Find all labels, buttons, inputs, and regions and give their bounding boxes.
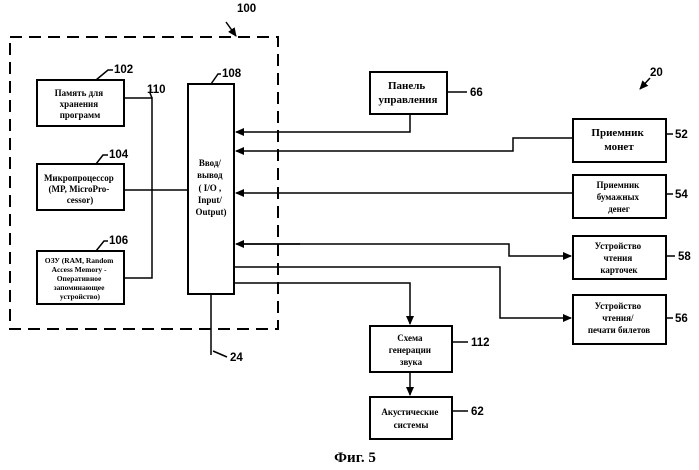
leader-24 [213, 351, 227, 357]
figure-caption: Фиг. 5 [334, 450, 376, 466]
ref-112: 112 [471, 337, 490, 349]
ref-20: 20 [650, 67, 663, 79]
leader-104 [96, 155, 108, 164]
program-memory-label: Память для хранения программ [55, 88, 106, 120]
leader-108 [211, 74, 221, 84]
ref-52: 52 [675, 129, 688, 141]
ref-54: 54 [675, 189, 688, 201]
ref-58: 58 [678, 251, 691, 263]
ref-62: 62 [471, 406, 484, 418]
leader-100 [226, 22, 236, 36]
leader-106 [96, 241, 108, 251]
control-panel-box [370, 72, 447, 114]
card-reader-arrow-out [238, 244, 571, 256]
control-panel-arrow [236, 114, 410, 132]
bus-110-line [124, 98, 152, 278]
speakers-box [370, 397, 452, 439]
ref-66: 66 [470, 87, 483, 99]
ref-110: 110 [147, 84, 166, 96]
ref-108: 108 [222, 68, 242, 80]
ref-56: 56 [675, 313, 688, 325]
ref-106: 106 [109, 235, 128, 247]
ticket-reader-arrow [234, 267, 571, 318]
ref-100: 100 [237, 3, 256, 15]
ref-24: 24 [230, 352, 243, 364]
ref-102: 102 [114, 64, 133, 76]
leader-102 [96, 70, 113, 80]
coin-acceptor-arrow [236, 138, 573, 151]
sound-generator-arrow [234, 283, 410, 324]
leader-20 [640, 78, 650, 89]
ref-104: 104 [109, 149, 129, 161]
io-label: Ввод/ вывод ( I/O , Input/ Output) [195, 158, 226, 217]
